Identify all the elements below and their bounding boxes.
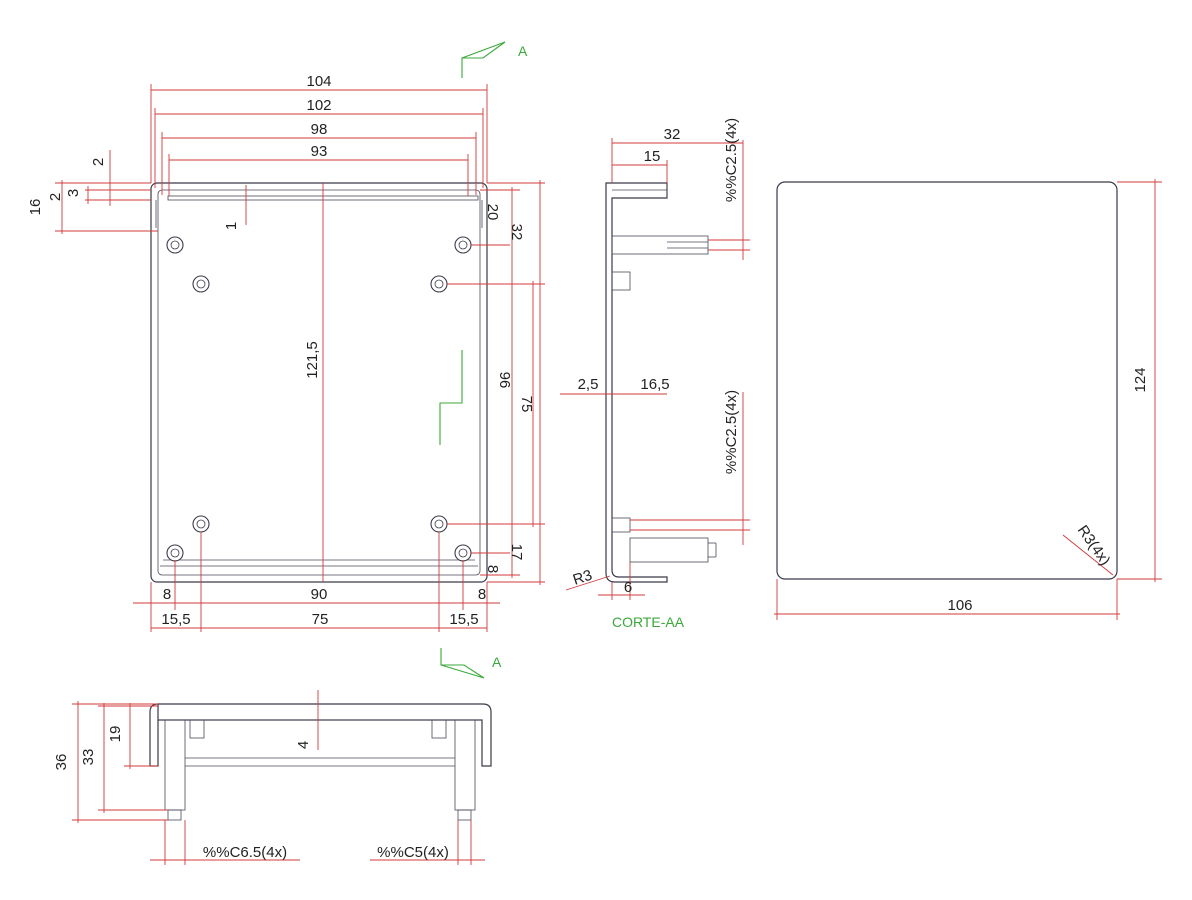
- dim-98: 98: [311, 121, 328, 138]
- dim-8-right: 8: [478, 586, 486, 603]
- side-pillar-right: [454, 719, 476, 811]
- dim-104: 104: [306, 73, 331, 90]
- dim-20: 20: [484, 204, 501, 221]
- dim-3: 3: [65, 189, 82, 197]
- section-rib: [611, 271, 631, 291]
- mounting-boss: [166, 236, 184, 254]
- front-right-dimensions: 96 75 20 32 17 8: [447, 180, 545, 585]
- section-caption: CORTE-AA: [612, 614, 685, 630]
- hole-label-large: %%C6.5(4x): [203, 844, 287, 861]
- dim-16-5: 16,5: [640, 376, 669, 393]
- side-lug-left: [189, 719, 205, 739]
- dim-96: 96: [496, 372, 513, 389]
- mounting-boss: [166, 544, 184, 562]
- dim-8-right-vertical: 8: [484, 565, 501, 573]
- section-lug: [611, 517, 631, 533]
- side-rim-left: [149, 703, 159, 767]
- mounting-boss: [454, 544, 472, 562]
- side-rim-right: [157, 703, 492, 767]
- dim-36: 36: [53, 754, 70, 771]
- front-inner-outline: [157, 189, 481, 576]
- dim-2-top: 2: [90, 158, 107, 166]
- dim-19: 19: [107, 726, 124, 743]
- dim-15-section: 15: [644, 148, 661, 165]
- dim-1: 1: [223, 222, 240, 230]
- dim-90: 90: [311, 586, 328, 603]
- section-marker-top-label: A: [518, 43, 528, 59]
- dim-17: 17: [508, 544, 525, 561]
- mounting-boss: [430, 275, 448, 293]
- section-marker-top: A: [461, 41, 528, 78]
- dim-8-left: 8: [163, 586, 171, 603]
- radius-lid: R3(4x): [1074, 522, 1114, 569]
- front-outer-outline: [150, 182, 488, 583]
- front-left-dimensions: 16 2 3 2: [27, 150, 158, 234]
- section-wall: [605, 182, 668, 583]
- mounting-boss: [454, 236, 472, 254]
- side-pin-left: [167, 809, 182, 821]
- hole-label-small: %%C5(4x): [377, 844, 449, 861]
- front-internal-dimensions: 1 121,5: [223, 183, 324, 582]
- dim-102: 102: [306, 97, 331, 114]
- side-dimensions: 36 33 19 4 %%C6.5(4x) %%C5(4x): [53, 690, 485, 865]
- dim-121-5: 121,5: [304, 341, 321, 379]
- section-marker-bottom: A: [440, 648, 502, 679]
- dim-2-5: 2,5: [578, 376, 599, 393]
- side-pin-right: [457, 809, 472, 821]
- dim-32: 32: [508, 224, 525, 241]
- dim-75-bottom: 75: [312, 611, 329, 628]
- radius-section: R3: [571, 567, 595, 589]
- side-lug-right: [431, 719, 447, 739]
- front-bottom-dimensions: 8 90 8 15,5 75 15,5: [133, 532, 500, 632]
- dim-16: 16: [27, 199, 44, 216]
- dim-33: 33: [80, 749, 97, 766]
- front-view: [150, 182, 488, 583]
- side-pillar-left: [164, 719, 186, 811]
- dim-15-5-right: 15,5: [449, 611, 478, 628]
- dim-124: 124: [1132, 367, 1149, 392]
- section-dimensions: 32 15 %%C2.5(4x) %%C2.5(4x) 2,5 16,5 R3 …: [560, 118, 750, 630]
- dim-75-right: 75: [518, 396, 535, 413]
- section-marker-bottom-label: A: [492, 654, 502, 670]
- lid-view: 124 106 R3(4x): [774, 179, 1162, 620]
- hole-label-top: %%C2.5(4x): [723, 118, 740, 202]
- dim-32-section: 32: [664, 126, 681, 143]
- side-view: [149, 703, 492, 821]
- section-boss-bottom: [629, 537, 709, 563]
- dim-4: 4: [295, 741, 312, 749]
- dim-15-5-left: 15,5: [161, 611, 190, 628]
- section-boss-top: [611, 235, 709, 255]
- dim-93: 93: [311, 143, 328, 160]
- mounting-boss: [192, 515, 210, 533]
- cut-line-step: [439, 350, 463, 445]
- lid-outline: [776, 181, 1118, 580]
- front-width-dimensions: 104 102 98 93: [150, 73, 488, 196]
- dim-106: 106: [947, 597, 972, 614]
- mounting-boss: [430, 515, 448, 533]
- dim-2-left: 2: [47, 193, 64, 201]
- hole-label-mid: %%C2.5(4x): [723, 390, 740, 474]
- mounting-boss: [192, 275, 210, 293]
- dim-6: 6: [624, 579, 632, 596]
